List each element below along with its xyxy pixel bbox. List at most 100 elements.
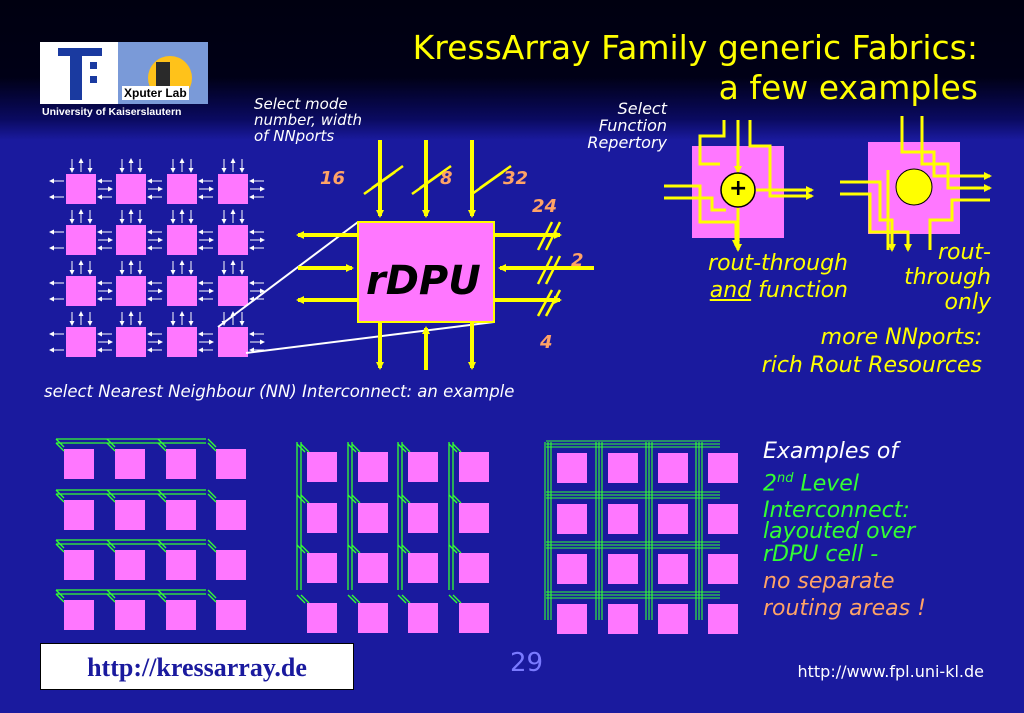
rdpu-label: rDPU	[366, 258, 481, 304]
nn-cell	[167, 276, 197, 306]
l2-cell	[708, 604, 738, 634]
l2-wire	[157, 442, 167, 452]
l2-wire	[207, 589, 217, 599]
l2-wire	[207, 543, 217, 553]
l2-wire	[300, 544, 310, 554]
l2-wire	[106, 493, 116, 503]
port-width-8: 8	[440, 168, 453, 189]
l2-cell	[64, 600, 94, 630]
width-mark	[536, 289, 554, 317]
nn-cell	[167, 225, 197, 255]
route-wire	[920, 116, 992, 192]
l2-wire	[351, 594, 361, 604]
port-width-2: 2	[571, 250, 584, 271]
route-wire	[664, 196, 726, 212]
l2-wire	[452, 544, 462, 554]
nn-cell	[116, 174, 146, 204]
l2-cell	[408, 503, 438, 533]
l2-cell	[216, 449, 246, 479]
l2-wire	[300, 594, 310, 604]
l2-wire	[207, 438, 217, 448]
l2-cell	[307, 503, 337, 533]
width-mark	[479, 164, 512, 190]
l2-cell	[64, 500, 94, 530]
l2-wire	[55, 493, 65, 503]
route-wire	[900, 116, 992, 180]
l2-cell	[658, 504, 688, 534]
l2-cell	[307, 603, 337, 633]
l2-wire	[296, 594, 306, 604]
width-mark	[536, 221, 554, 251]
l2-cell	[408, 603, 438, 633]
rout-function-cell	[664, 120, 814, 252]
l2-wire	[55, 593, 65, 603]
l2-cell	[557, 453, 587, 483]
l2-cell	[708, 504, 738, 534]
l2-wire	[106, 593, 116, 603]
page-title: KressArray Family generic Fabrics:	[412, 28, 978, 67]
l2-cell	[459, 603, 489, 633]
l2-wire	[207, 593, 217, 603]
l2-cell	[608, 453, 638, 483]
nn-array-example	[49, 158, 265, 357]
l2-wire	[55, 543, 65, 553]
rout-only-cell	[840, 116, 992, 252]
nn-caption: select Nearest Neighbour (NN) Interconne…	[44, 382, 515, 401]
l2-wire	[157, 593, 167, 603]
l2-wire	[452, 443, 462, 453]
l2-cell	[166, 449, 196, 479]
rdpu-ports	[296, 140, 594, 370]
l2-cell	[64, 449, 94, 479]
l2-cell	[166, 500, 196, 530]
l2-wire	[207, 539, 217, 549]
l2-wire	[207, 489, 217, 499]
fpl-link[interactable]: http://www.fpl.uni-kl.de	[797, 662, 984, 681]
l2-cell	[115, 600, 145, 630]
nn-cell	[66, 174, 96, 204]
logo-lab-label: Xputer Lab	[122, 86, 189, 100]
l2-wire	[300, 494, 310, 504]
zoom-line-top	[217, 221, 359, 328]
nn-cell	[218, 225, 248, 255]
width-mark	[544, 255, 562, 285]
l2-wire	[347, 594, 357, 604]
l2-cell	[459, 503, 489, 533]
l2-cell	[408, 452, 438, 482]
route-wire	[664, 184, 740, 248]
nn-cell	[116, 327, 146, 357]
route-wire	[698, 120, 726, 166]
l2-cell	[166, 600, 196, 630]
port-width-24: 24	[532, 196, 558, 217]
nn-cell	[218, 327, 248, 357]
university-logo: Xputer Lab University of Kaiserslautern	[40, 42, 208, 122]
l2-wire	[351, 494, 361, 504]
l2-cell	[608, 504, 638, 534]
nn-cell	[66, 327, 96, 357]
l2-wire	[448, 594, 458, 604]
width-mark	[536, 255, 554, 285]
l2-wire	[157, 543, 167, 553]
width-mark	[371, 164, 404, 190]
page-number: 29	[510, 648, 544, 678]
l2-wire	[397, 594, 407, 604]
l2-cell	[216, 600, 246, 630]
l2-wire	[300, 443, 310, 453]
l2-cell	[358, 553, 388, 583]
l2-wire	[401, 544, 411, 554]
l2-cell	[115, 500, 145, 530]
nn-cell	[116, 276, 146, 306]
l2-cell	[358, 603, 388, 633]
l2-cell	[408, 553, 438, 583]
l2-wire	[106, 442, 116, 452]
l2-wire	[106, 543, 116, 553]
l2-wire	[452, 494, 462, 504]
zoom-line-bottom	[245, 321, 495, 354]
l2-wire	[157, 493, 167, 503]
nn-cell	[66, 225, 96, 255]
l2-cell	[216, 500, 246, 530]
kressarray-link[interactable]: http://kressarray.de	[40, 643, 354, 690]
route-wire	[928, 198, 990, 250]
width-mark	[419, 164, 452, 190]
rout-function-label: rout-through and function	[708, 251, 848, 303]
